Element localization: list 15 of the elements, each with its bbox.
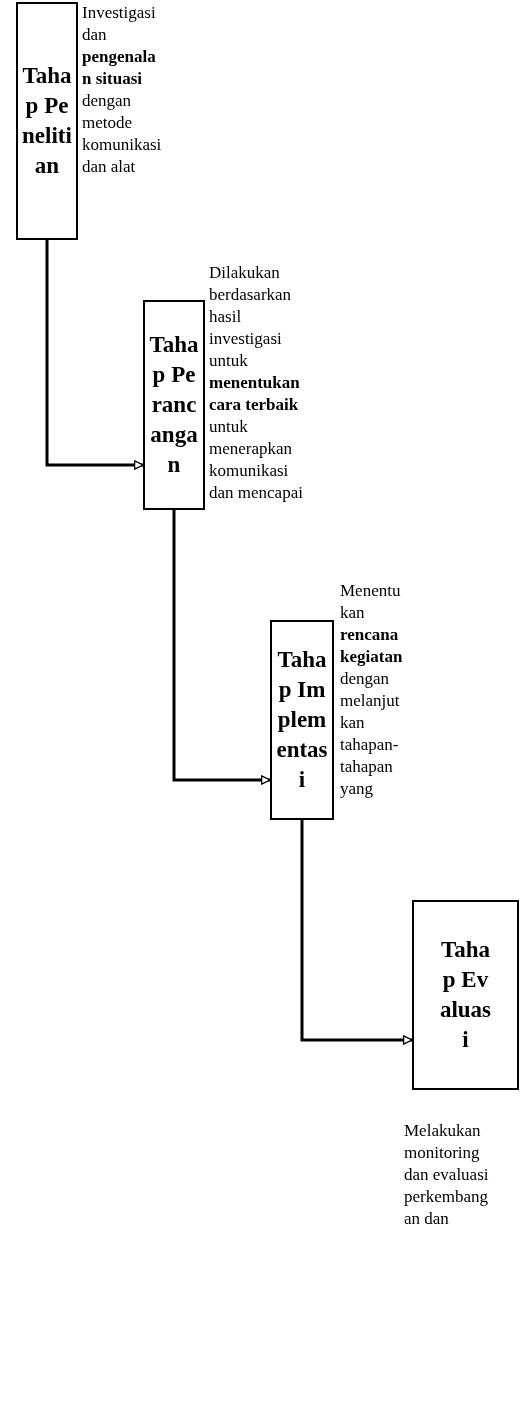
process-box: [16, 2, 78, 240]
description-text: Dilakukan berdasarkan hasil investigasi untuk menentukan cara terbaik untuk menerapkan komunikasi dan mencapai: [209, 262, 304, 504]
description-text: Investigasi dan pengenalan situasi dengan metode komunikasi dan alat: [82, 2, 163, 178]
description-text: Melakukan monitoring dan evaluasi perkembangan dan: [404, 1120, 490, 1230]
arrow: [45, 240, 144, 470]
process-box: [143, 300, 205, 510]
stage-title: Tahap Evaluasi: [438, 936, 493, 1054]
arrow: [172, 510, 271, 785]
stage-title: Tahap Implementasi: [276, 646, 328, 794]
description-text: Menentukan rencana kegiatan dengan melanjutkan tahapan-tahapan yang: [340, 580, 404, 800]
stage-title: Tahap Perancangan: [149, 331, 199, 479]
arrow: [300, 820, 413, 1045]
process-box: [412, 900, 519, 1090]
stage-title: Tahap Penelitian: [22, 62, 72, 180]
process-box: [270, 620, 334, 820]
